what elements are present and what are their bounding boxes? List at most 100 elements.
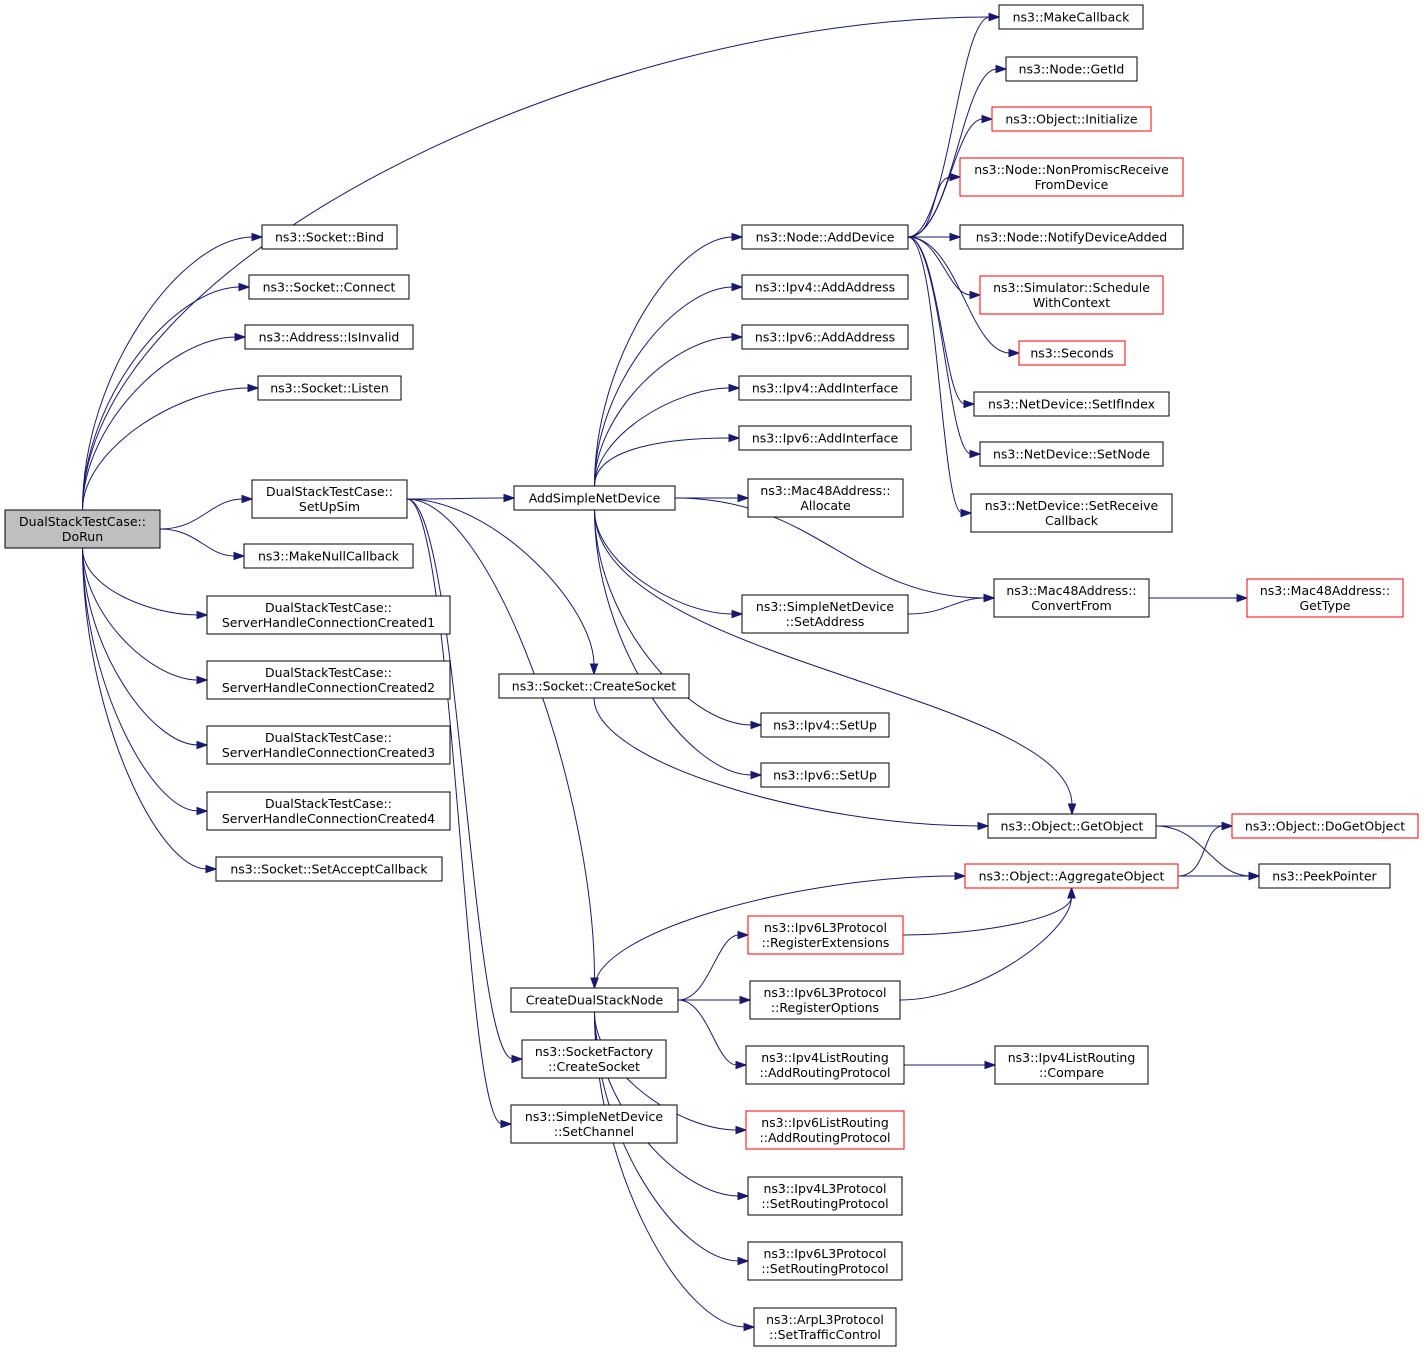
function-node-sfCreate[interactable]: ns3::SocketFactory::CreateSocket: [521, 1039, 667, 1079]
call-edge-createDual-to-objAggregate: [594, 871, 967, 989]
arrowhead: [735, 1125, 748, 1135]
function-node-ipv4SetUp[interactable]: ns3::Ipv4::SetUp: [760, 712, 890, 738]
call-edge-doRun-to-shc4: [82, 547, 209, 816]
function-node-ipv6ListAdd[interactable]: ns3::Ipv6ListRouting::AddRoutingProtocol: [745, 1110, 905, 1150]
arrowhead: [731, 232, 744, 242]
node-label: ::RegisterOptions: [771, 1000, 879, 1015]
call-edge-addSimple-to-ipv4AddAddr: [594, 282, 744, 487]
function-node-ndSetNode[interactable]: ns3::NetDevice::SetNode: [979, 441, 1164, 467]
arrowhead: [589, 663, 599, 676]
function-node-ipv6AddIf[interactable]: ns3::Ipv6::AddInterface: [738, 425, 912, 451]
function-node-objAggregate[interactable]: ns3::Object::AggregateObject: [964, 863, 1179, 889]
function-node-objDoGetObject[interactable]: ns3::Object::DoGetObject: [1231, 813, 1419, 839]
function-node-macConvert[interactable]: ns3::Mac48Address::ConvertFrom: [993, 578, 1150, 618]
arrowhead: [503, 493, 516, 503]
node-label: ::Compare: [1039, 1065, 1104, 1080]
node-label: ns3::ArpL3Protocol: [766, 1312, 884, 1327]
function-node-peekPointer[interactable]: ns3::PeekPointer: [1258, 863, 1391, 889]
function-node-ipv6SetRouting[interactable]: ns3::Ipv6L3Protocol::SetRoutingProtocol: [747, 1241, 903, 1281]
function-node-ipv4SetRouting[interactable]: ns3::Ipv4L3Protocol::SetRoutingProtocol: [747, 1176, 903, 1216]
node-label: ns3::Socket::SetAcceptCallback: [230, 862, 428, 877]
arrowhead: [500, 1119, 513, 1129]
function-node-ipv6RegExt[interactable]: ns3::Ipv6L3Protocol::RegisterExtensions: [747, 915, 904, 955]
function-node-createDual[interactable]: CreateDualStackNode: [510, 987, 679, 1013]
function-node-macAllocate[interactable]: ns3::Mac48Address::Allocate: [747, 478, 904, 518]
node-label: ns3::Ipv4::AddAddress: [755, 280, 895, 295]
arrowhead: [1067, 803, 1077, 816]
call-edge-doRun-to-shc3: [82, 547, 209, 750]
function-node-objInit[interactable]: ns3::Object::Initialize: [991, 106, 1152, 132]
node-label: ::CreateSocket: [548, 1059, 640, 1074]
arrowhead: [743, 1322, 756, 1332]
function-node-shc1[interactable]: DualStackTestCase::ServerHandleConnectio…: [206, 595, 451, 635]
function-node-ndSetIfIndex[interactable]: ns3::NetDevice::SetIfIndex: [973, 391, 1170, 417]
arrowhead: [750, 770, 763, 780]
call-edge-addSimple-to-objGetObject: [594, 509, 1077, 816]
function-node-ipv4ListCompare[interactable]: ns3::Ipv4ListRouting::Compare: [994, 1045, 1149, 1085]
function-node-nodeNotify[interactable]: ns3::Node::NotifyDeviceAdded: [959, 224, 1184, 250]
arrowhead: [590, 977, 599, 990]
node-label: ::AddRoutingProtocol: [760, 1065, 891, 1080]
function-node-sndSetAddress[interactable]: ns3::SimpleNetDevice::SetAddress: [741, 594, 909, 634]
function-node-ipv4AddAddr[interactable]: ns3::Ipv4::AddAddress: [741, 274, 909, 300]
function-node-nodeGetId[interactable]: ns3::Node::GetId: [1005, 56, 1138, 82]
node-label: ServerHandleConnectionCreated1: [222, 615, 435, 630]
call-edge-setUpSim-to-addSimple: [406, 493, 516, 503]
function-node-objGetObject[interactable]: ns3::Object::GetObject: [987, 813, 1157, 839]
call-edge-doRun-to-shc1: [82, 547, 209, 620]
function-node-connect[interactable]: ns3::Socket::Connect: [248, 274, 410, 300]
function-node-ipv4ListAdd[interactable]: ns3::Ipv4ListRouting::AddRoutingProtocol: [745, 1045, 905, 1085]
function-node-setUpSim[interactable]: DualStackTestCase::SetUpSim: [251, 479, 408, 519]
arrowhead: [949, 172, 962, 182]
function-node-addSimple[interactable]: AddSimpleNetDevice: [513, 485, 676, 511]
call-edge-nodeAddDevice-to-nodeNonPromisc: [907, 172, 962, 238]
call-edge-nodeAddDevice-to-ndSetReceive: [907, 236, 973, 518]
node-label: DualStackTestCase::: [265, 600, 392, 615]
function-node-shc4[interactable]: DualStackTestCase::ServerHandleConnectio…: [206, 791, 451, 831]
function-node-ipv6AddAddr[interactable]: ns3::Ipv6::AddAddress: [741, 324, 909, 350]
function-node-shc3[interactable]: DualStackTestCase::ServerHandleConnectio…: [206, 725, 451, 765]
node-label: ::RegisterExtensions: [762, 935, 890, 950]
function-node-ipv6RegOpt[interactable]: ns3::Ipv6L3Protocol::RegisterOptions: [749, 980, 901, 1020]
node-label: GetType: [1300, 598, 1351, 613]
function-node-setAccept[interactable]: ns3::Socket::SetAcceptCallback: [215, 856, 443, 882]
arrowhead: [954, 871, 967, 881]
function-node-arpSetTraffic[interactable]: ns3::ArpL3Protocol::SetTrafficControl: [753, 1307, 897, 1347]
arrowhead: [737, 1256, 750, 1266]
node-label: ns3::SocketFactory: [535, 1044, 654, 1059]
function-node-isInvalid[interactable]: ns3::Address::IsInvalid: [244, 324, 414, 350]
arrowhead: [969, 449, 982, 459]
node-label: ns3::Socket::Listen: [270, 381, 389, 396]
function-node-seconds[interactable]: ns3::Seconds: [1018, 340, 1126, 366]
arrowhead: [234, 332, 247, 342]
call-edge-createDual-to-ipv4ListAdd: [677, 999, 748, 1070]
function-node-bind[interactable]: ns3::Socket::Bind: [261, 224, 398, 250]
call-edge-addSimple-to-ipv6AddAddr: [594, 332, 744, 487]
node-label: AddSimpleNetDevice: [529, 491, 661, 506]
node-label: Allocate: [800, 498, 851, 513]
node-label: SetUpSim: [299, 499, 360, 514]
function-node-shc2[interactable]: DualStackTestCase::ServerHandleConnectio…: [206, 660, 451, 700]
function-node-sndSetChannel[interactable]: ns3::SimpleNetDevice::SetChannel: [510, 1104, 678, 1144]
function-node-listen[interactable]: ns3::Socket::Listen: [257, 375, 402, 401]
function-node-makeCallback[interactable]: ns3::MakeCallback: [998, 4, 1144, 30]
function-node-macGetType[interactable]: ns3::Mac48Address::GetType: [1246, 578, 1404, 618]
function-node-createSocket[interactable]: ns3::Socket::CreateSocket: [498, 673, 690, 699]
function-node-doRun[interactable]: DualStackTestCase::DoRun: [4, 509, 161, 549]
function-node-nodeAddDevice[interactable]: ns3::Node::AddDevice: [741, 224, 909, 250]
node-label: ns3::Simulator::Schedule: [993, 280, 1150, 295]
node-label: ns3::Address::IsInvalid: [259, 330, 400, 345]
function-node-ipv4AddIf[interactable]: ns3::Ipv4::AddInterface: [738, 375, 912, 401]
arrowhead: [735, 1060, 748, 1070]
node-label: DualStackTestCase::: [19, 514, 146, 529]
node-label: ns3::Ipv4::SetUp: [773, 718, 877, 733]
function-node-ipv6SetUp[interactable]: ns3::Ipv6::SetUp: [760, 762, 890, 788]
node-label: ns3::Object::AggregateObject: [979, 869, 1165, 884]
node-label: ns3::Socket::Bind: [275, 230, 384, 245]
function-node-makeNull[interactable]: ns3::MakeNullCallback: [243, 543, 414, 569]
arrowhead: [1236, 593, 1249, 603]
arrowhead: [196, 806, 209, 816]
